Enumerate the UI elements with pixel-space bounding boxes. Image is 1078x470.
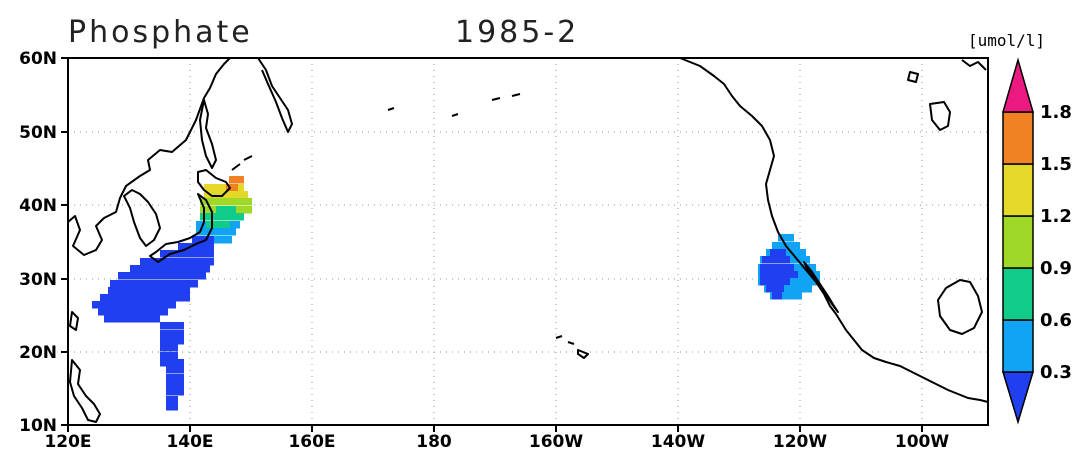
phosphate-cell	[206, 221, 230, 229]
phosphate-cell	[98, 308, 168, 316]
phosphate-cell	[108, 287, 190, 295]
x-tick-label: 160E	[288, 432, 335, 452]
phosphate-cell	[770, 292, 802, 300]
phosphate-cell	[766, 285, 784, 293]
phosphate-cell	[229, 176, 244, 184]
x-tick-label: 160W	[529, 432, 583, 452]
phosphate-cell	[760, 278, 790, 286]
phosphate-cell	[204, 184, 244, 192]
x-tick-label: 140E	[166, 432, 213, 452]
phosphate-cell	[166, 388, 184, 396]
x-tick-label: 120W	[773, 432, 827, 452]
colorbar-segment	[1002, 111, 1034, 165]
phosphate-cell	[160, 337, 184, 345]
phosphate-cell	[216, 206, 236, 214]
coastline-baja	[803, 261, 839, 313]
y-tick-label: 40N	[19, 196, 57, 216]
colorbar-label: 1.2	[1040, 206, 1072, 227]
coastline-aleutians	[387, 93, 521, 117]
colorbar-above-triangle	[1002, 57, 1034, 113]
phosphate-cells	[92, 176, 820, 411]
colorbar-label: 1.5	[1040, 154, 1072, 175]
coastline-asia	[67, 57, 231, 256]
map-period: 1985-2	[455, 15, 579, 50]
phosphate-cell	[92, 301, 176, 309]
coastlines	[67, 57, 989, 423]
phosphate-cell	[200, 213, 244, 221]
coastline-gulf	[937, 279, 983, 335]
coastline-hokkaido	[197, 169, 231, 197]
y-tick-label: 50N	[19, 123, 57, 143]
phosphate-cell	[166, 366, 184, 374]
phosphate-cell	[160, 250, 214, 258]
colorbar-segment	[1002, 215, 1034, 269]
phosphate-cell	[762, 256, 790, 264]
map-frame	[67, 57, 989, 426]
colorbar-segment	[1002, 319, 1034, 373]
phosphate-cell	[166, 374, 184, 382]
coastline-sakhalin	[199, 99, 217, 169]
coastline-kamchatka	[257, 57, 293, 133]
coastline-hawaii	[555, 335, 589, 359]
colorbar-label: 0.3	[1040, 362, 1072, 383]
x-axis-labels: 120E 140E 160E 180 160W 140W 120W 100W	[44, 432, 949, 452]
phosphate-cell	[160, 322, 184, 330]
units-label: [umol/l]	[968, 31, 1045, 50]
phosphate-cell	[772, 292, 782, 300]
phosphate-cell	[160, 344, 178, 352]
y-tick-label: 10N	[19, 416, 57, 436]
phosphate-cell	[760, 271, 798, 279]
coastline-hudson	[907, 59, 987, 131]
coastline-japan	[149, 193, 213, 263]
phosphate-cell	[160, 330, 184, 338]
phosphate-cell	[764, 285, 812, 293]
phosphate-cell	[118, 272, 206, 280]
coastline-kurils	[231, 155, 253, 171]
coastline-north-america	[679, 57, 989, 403]
x-tick-label: 140W	[651, 432, 705, 452]
phosphate-cell	[204, 191, 248, 199]
coastline-taiwan	[69, 311, 79, 331]
y-tick-label: 60N	[19, 49, 57, 69]
map-title: Phosphate	[68, 15, 253, 50]
phosphate-cell	[196, 228, 236, 236]
phosphate-cell	[160, 352, 178, 360]
phosphate-cell	[214, 236, 232, 244]
phosphate-cell	[166, 403, 178, 411]
phosphate-cell	[166, 381, 184, 389]
phosphate-cell	[226, 184, 238, 192]
colorbar	[1001, 57, 1035, 425]
x-tick-label: 100W	[895, 432, 949, 452]
y-tick-label: 20N	[19, 343, 57, 363]
phosphate-cell	[778, 234, 794, 242]
coastline-philippines	[69, 359, 101, 423]
colorbar-label: 0.6	[1040, 310, 1072, 331]
colorbar-below-triangle	[1001, 371, 1035, 425]
phosphate-cell	[166, 396, 178, 404]
phosphate-cell	[140, 258, 214, 266]
colorbar-segment	[1002, 163, 1034, 217]
coastline-korea	[123, 189, 161, 247]
y-tick-label: 30N	[19, 270, 57, 290]
phosphate-cell	[130, 265, 210, 273]
phosphate-cell	[104, 315, 160, 323]
colorbar-label: 1.8	[1040, 102, 1072, 123]
tick-marks	[61, 57, 923, 432]
phosphate-cell	[100, 294, 190, 302]
phosphate-cell	[760, 264, 794, 272]
phosphate-cell	[770, 249, 786, 257]
phosphate-cell	[110, 280, 198, 288]
colorbar-labels: 0.3 0.6 0.9 1.2 1.5 1.8	[1040, 102, 1072, 383]
colorbar-label: 0.9	[1040, 258, 1072, 279]
phosphate-cell	[160, 359, 184, 367]
x-tick-label: 180	[416, 432, 452, 452]
phosphate-cell	[200, 198, 252, 206]
phosphate-cell	[178, 243, 214, 251]
y-axis-labels: 10N 20N 30N 40N 50N 60N	[19, 49, 57, 436]
x-tick-label: 120E	[44, 432, 91, 452]
colorbar-segment	[1002, 267, 1034, 321]
